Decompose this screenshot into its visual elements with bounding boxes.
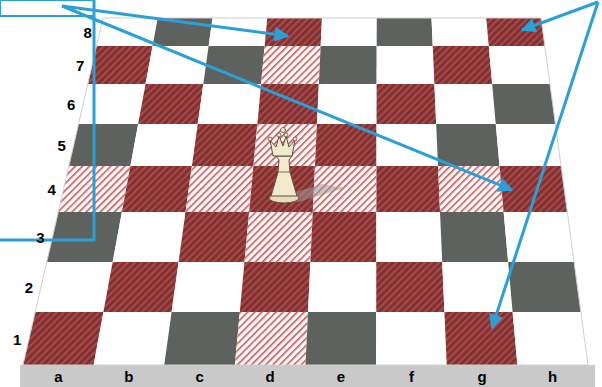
board-square (261, 46, 321, 84)
board-edge (23, 18, 588, 365)
queen-piece (268, 128, 345, 204)
board-square (35, 262, 112, 312)
rank-number: 7 (76, 58, 84, 73)
file-letter: e (337, 369, 345, 384)
board-square (486, 18, 545, 46)
board-square (244, 212, 312, 262)
board-square (376, 262, 444, 312)
board-square (130, 124, 197, 166)
board-square (504, 212, 574, 262)
board-square (377, 46, 435, 84)
callout-frame (0, 0, 94, 240)
board-square (433, 46, 492, 84)
board-square (265, 18, 322, 46)
board-square (203, 46, 264, 84)
board-square (23, 312, 103, 365)
rank-number: 1 (13, 331, 21, 346)
file-band (20, 365, 595, 387)
rank-number: 4 (47, 182, 55, 197)
rank-number: 8 (84, 25, 92, 40)
board-square (240, 262, 311, 312)
board-square (308, 262, 376, 312)
board-square (376, 166, 440, 212)
rank-number: 6 (67, 97, 75, 112)
board-square (317, 84, 377, 124)
board-square (69, 124, 138, 166)
board-square (376, 124, 438, 166)
board-square (492, 84, 555, 124)
board-square (198, 84, 261, 124)
board-square (47, 212, 122, 262)
board-square (306, 312, 377, 365)
file-letter: a (54, 369, 62, 384)
board-square (94, 312, 172, 365)
board-square (179, 212, 250, 262)
board-squares (23, 18, 588, 365)
board-square (377, 84, 437, 124)
board-square (444, 312, 517, 365)
board-square (377, 18, 433, 46)
leader-arrows (62, 2, 598, 328)
board-square (489, 46, 550, 84)
board-square (103, 262, 178, 312)
board-square (88, 46, 153, 84)
board-square (376, 212, 442, 262)
board-square (513, 312, 588, 365)
board-square (310, 212, 376, 262)
board-square (321, 18, 377, 46)
board-square (186, 166, 254, 212)
board-square (113, 212, 186, 262)
board-square (508, 262, 581, 312)
board-square (442, 262, 512, 312)
board-square (319, 46, 377, 84)
board-square (122, 166, 192, 212)
board-square (164, 312, 240, 365)
file-letter: g (477, 369, 486, 384)
board-square (79, 84, 146, 124)
rank-number: 3 (36, 230, 44, 245)
file-letter: b (124, 369, 133, 384)
board-square (440, 212, 508, 262)
file-letter: h (548, 369, 557, 384)
board-square (432, 18, 489, 46)
board-square (192, 124, 257, 166)
rank-number: 5 (58, 138, 66, 153)
board-square (172, 262, 245, 312)
file-letter: d (266, 369, 275, 384)
board-square (376, 312, 447, 365)
board-square (434, 84, 495, 124)
file-letter: f (409, 369, 414, 384)
file-letter: c (195, 369, 203, 384)
rank-number: 2 (25, 280, 33, 295)
board-square (138, 84, 203, 124)
board-square (235, 312, 308, 365)
board-square (436, 124, 499, 166)
